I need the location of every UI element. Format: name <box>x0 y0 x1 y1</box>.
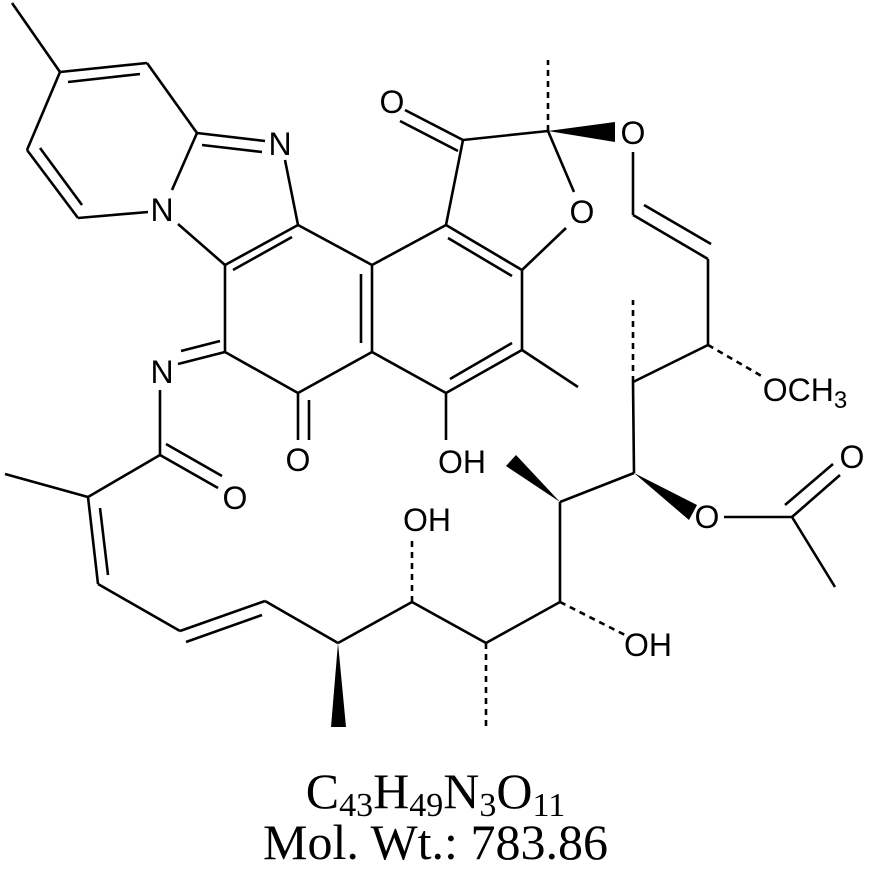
atom-label-o-acetyl-carbonyl: O <box>840 439 865 475</box>
atom-label-oh-chain-left: OH <box>403 502 451 538</box>
atom-label-och3: OCH3 <box>763 372 847 414</box>
atom-label-o-furan-ring: O <box>570 194 595 230</box>
atom-label-oh-chain-right: OH <box>624 627 672 663</box>
atom-label-o-amide: O <box>223 480 248 516</box>
atom-label-n-bridgehead: N <box>150 192 173 228</box>
formula-count-h: 49 <box>409 787 444 824</box>
formula-element-n: N <box>443 763 480 819</box>
imidazole-ring <box>177 131 300 272</box>
atom-label-oh-phenol: OH <box>438 444 486 480</box>
atom-label-o-acetyl-ester: O <box>695 499 720 535</box>
molecular-formula: C43H49N3O11 <box>0 763 871 823</box>
atom-label-n-imine: N <box>150 354 173 390</box>
molecular-weight: Mol. Wt.: 783.86 <box>263 814 608 870</box>
pyridine-ring <box>10 2 199 220</box>
formula-count-c: 43 <box>339 787 374 824</box>
quinone-imine-ring <box>177 223 374 440</box>
formula-element-h: H <box>373 763 410 819</box>
formula-count-o: 11 <box>532 787 566 824</box>
atom-label-o-ketone: O <box>380 84 405 120</box>
formula-element-o: O <box>496 763 533 819</box>
furanone-ring <box>399 60 615 271</box>
atom-label-o-quinone: O <box>286 442 311 478</box>
atom-label-n-imidazole: N <box>268 126 291 162</box>
atom-label-o-ether: O <box>621 115 646 151</box>
ansa-chain <box>4 152 841 728</box>
formula-element-c: C <box>305 763 340 819</box>
formula-count-n: 3 <box>479 787 497 824</box>
aromatic-ring <box>371 223 579 440</box>
